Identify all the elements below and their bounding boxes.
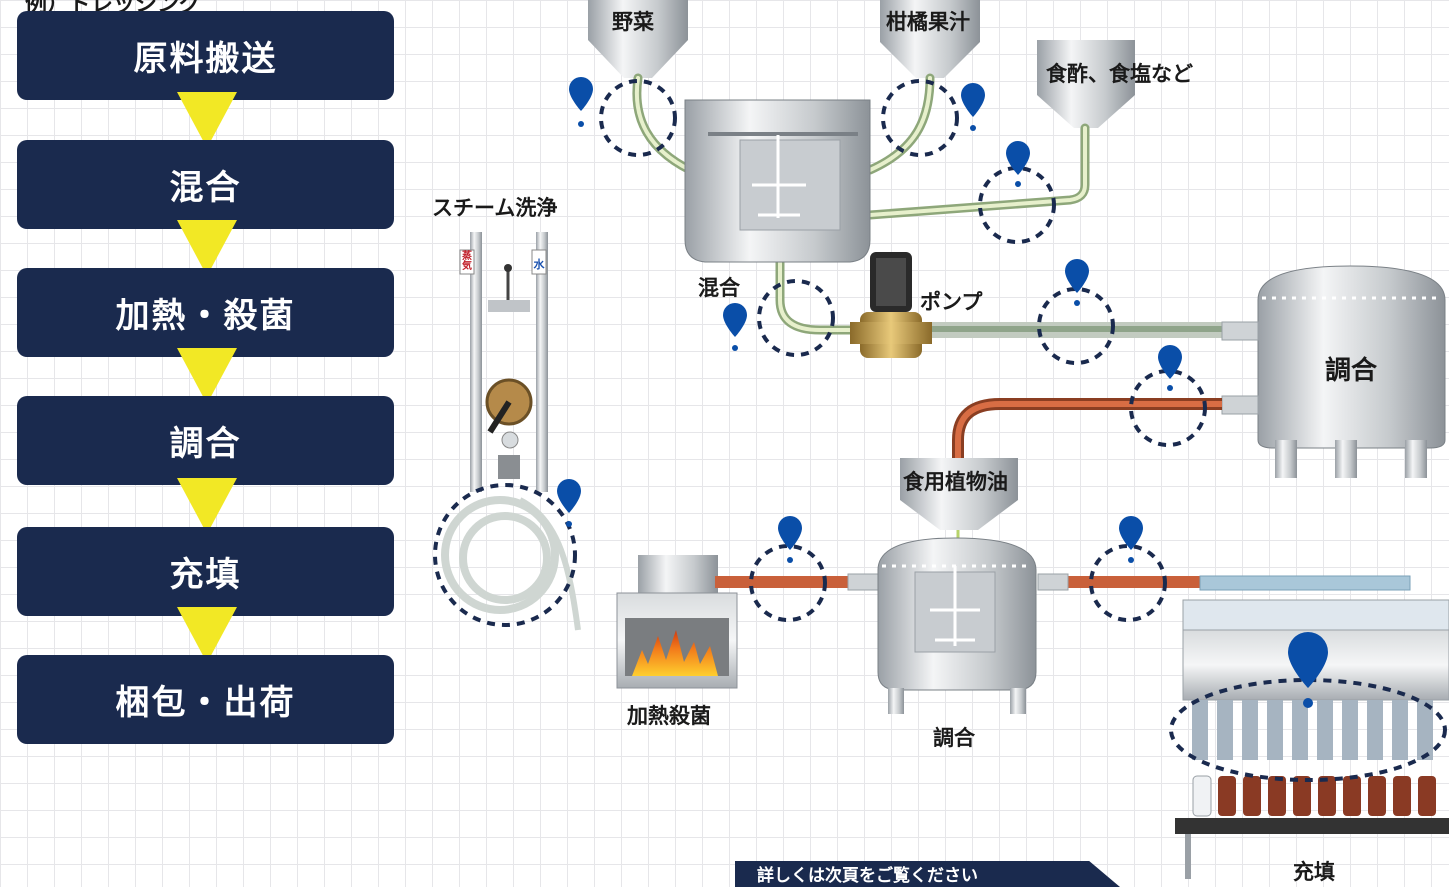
label-heat-sterilization: 加熱殺菌	[627, 704, 711, 728]
next-page-banner[interactable]: 詳しくは次頁をご覧ください	[735, 861, 1120, 887]
steam-cleaning-apparatus-icon	[441, 232, 581, 631]
label-mixing: 混合	[698, 276, 740, 300]
step-filling[interactable]: 充填	[17, 527, 394, 616]
label-vegetables: 野菜	[612, 10, 654, 34]
vegetable-hopper-icon	[588, 0, 688, 78]
location-pins	[557, 77, 1328, 708]
inspection-circles	[433, 79, 1447, 782]
step-arrow-1	[177, 92, 237, 148]
label-steam-cleaning: スチーム洗浄	[432, 196, 558, 220]
label-blending-lower: 調合	[933, 726, 975, 750]
blending-tank-icon	[1221, 265, 1446, 478]
citrus-hopper-icon	[880, 0, 980, 78]
step-arrow-5	[177, 607, 237, 663]
pump-icon	[850, 252, 932, 358]
vinegar-hopper-icon	[1037, 40, 1135, 128]
label-vinegar-salt: 食酢、食塩など	[1046, 62, 1193, 86]
filling-machine-icon	[1175, 575, 1449, 879]
step-arrow-3	[177, 348, 237, 404]
label-filling: 充填	[1293, 860, 1335, 884]
step-arrow-2	[177, 220, 237, 276]
oil-hopper-icon	[900, 458, 1018, 548]
label-steam-tag: 蒸気	[462, 251, 472, 272]
step-blending[interactable]: 調合	[17, 396, 394, 485]
lower-blending-tank-icon	[877, 537, 1037, 714]
step-heating-sterilization[interactable]: 加熱・殺菌	[17, 268, 394, 357]
step-arrow-4	[177, 478, 237, 534]
process-flow: 例）ドレッシング 原料搬送 混合 加熱・殺菌 調合 充填 梱包・出荷	[0, 0, 400, 879]
step-packing-shipping[interactable]: 梱包・出荷	[17, 655, 394, 744]
step-mixing[interactable]: 混合	[17, 140, 394, 229]
heat-sterilizer-icon	[616, 555, 738, 689]
plant-diagram	[433, 0, 1449, 879]
step-raw-material-transport[interactable]: 原料搬送	[17, 11, 394, 100]
label-water-tag: 水	[533, 258, 545, 271]
label-blending-tank: 調合	[1325, 356, 1378, 386]
label-pump: ポンプ	[920, 290, 983, 314]
mixing-tank-icon	[684, 99, 871, 263]
label-citrus-juice: 柑橘果汁	[886, 10, 970, 34]
label-vegetable-oil: 食用植物油	[903, 470, 1008, 494]
